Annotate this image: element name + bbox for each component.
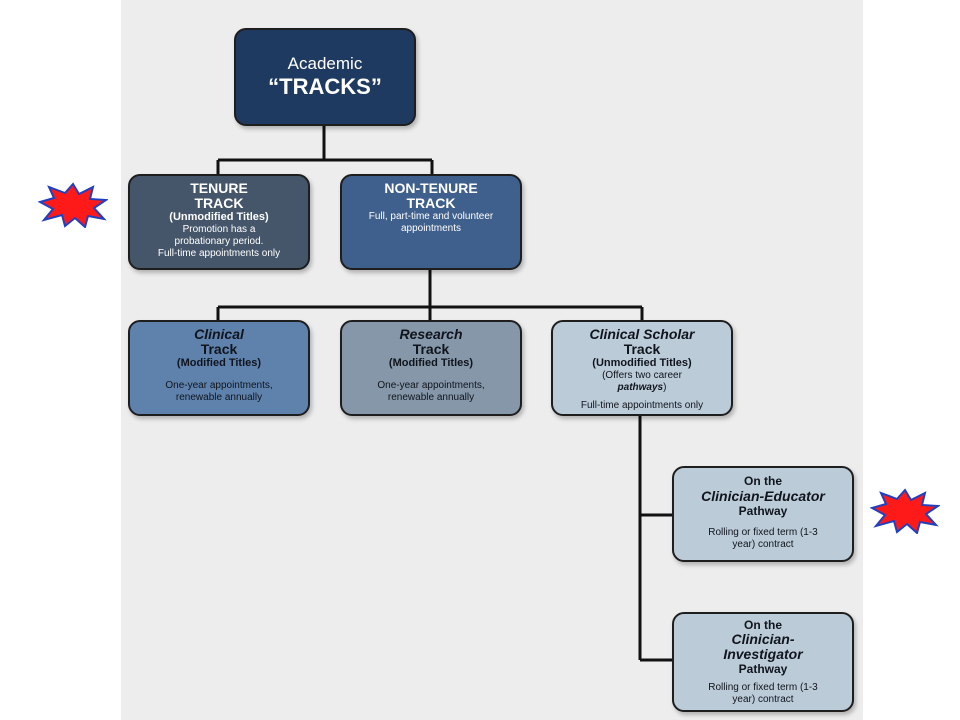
research-track-box: Research Track (Modified Titles) One-yea… bbox=[340, 320, 522, 416]
scholar-desc: Full-time appointments only bbox=[580, 400, 704, 411]
nontenure-title1: NON-TENURE bbox=[384, 180, 478, 196]
tenure-desc1: Promotion has a bbox=[182, 224, 256, 235]
investigator-line1: On the bbox=[744, 618, 782, 632]
non-tenure-track-box: NON-TENURE TRACK Full, part-time and vol… bbox=[340, 174, 522, 270]
tenure-desc2: probationary period. bbox=[174, 236, 264, 247]
scholar-title2: Track bbox=[623, 341, 661, 357]
scholar-title1: Clinical Scholar bbox=[589, 326, 695, 342]
clinician-investigator-pathway-box: On the Clinician- Investigator Pathway R… bbox=[672, 612, 854, 712]
investigator-desc1: Rolling or fixed term (1-3 bbox=[708, 682, 818, 693]
nontenure-desc1: Full, part-time and volunteer bbox=[368, 211, 494, 222]
clinical-scholar-track-box: Clinical Scholar Track (Unmodified Title… bbox=[551, 320, 733, 416]
research-subtitle: (Modified Titles) bbox=[388, 357, 474, 369]
educator-desc2: year) contract bbox=[732, 539, 794, 550]
research-desc2: renewable annually bbox=[387, 392, 475, 403]
scholar-note2: pathways bbox=[617, 382, 664, 393]
investigator-line3: Investigator bbox=[723, 646, 803, 662]
clinical-title1: Clinical bbox=[194, 326, 244, 342]
investigator-desc2: year) contract bbox=[732, 694, 794, 705]
scholar-note3: ) bbox=[663, 382, 667, 393]
root-line1: Academic bbox=[287, 54, 363, 73]
clinical-desc2: renewable annually bbox=[175, 392, 263, 403]
tenure-title1: TENURE bbox=[190, 180, 248, 196]
red-burst-star-icon bbox=[870, 488, 940, 534]
scholar-note1: (Offers two career bbox=[602, 370, 682, 381]
tenure-desc3: Full-time appointments only bbox=[157, 248, 281, 259]
research-title2: Track bbox=[412, 341, 450, 357]
research-desc1: One-year appointments, bbox=[377, 380, 485, 391]
nontenure-title2: TRACK bbox=[406, 195, 456, 211]
tenure-title2: TRACK bbox=[194, 195, 244, 211]
educator-line3: Pathway bbox=[738, 504, 788, 518]
tenure-track-box: TENURE TRACK (Unmodified Titles) Promoti… bbox=[128, 174, 310, 270]
red-burst-star-icon bbox=[38, 182, 108, 228]
scholar-subtitle: (Unmodified Titles) bbox=[592, 357, 692, 369]
nontenure-desc2: appointments bbox=[400, 223, 462, 234]
root-line2: “TRACKS” bbox=[268, 74, 382, 99]
research-title1: Research bbox=[399, 326, 463, 342]
academic-tracks-root-box: Academic “TRACKS” bbox=[234, 28, 416, 126]
tenure-subtitle: (Unmodified Titles) bbox=[169, 211, 269, 223]
investigator-line2: Clinician- bbox=[731, 631, 795, 647]
clinical-track-box: Clinical Track (Modified Titles) One-yea… bbox=[128, 320, 310, 416]
clinician-educator-pathway-box: On the Clinician-Educator Pathway Rollin… bbox=[672, 466, 854, 562]
investigator-line4: Pathway bbox=[738, 662, 788, 676]
educator-line1: On the bbox=[744, 474, 782, 488]
clinical-subtitle: (Modified Titles) bbox=[176, 357, 262, 369]
educator-line2: Clinician-Educator bbox=[701, 488, 825, 504]
clinical-desc1: One-year appointments, bbox=[165, 380, 273, 391]
scholar-note-line2: pathways) bbox=[618, 382, 667, 394]
educator-desc1: Rolling or fixed term (1-3 bbox=[708, 527, 818, 538]
clinical-title2: Track bbox=[200, 341, 238, 357]
